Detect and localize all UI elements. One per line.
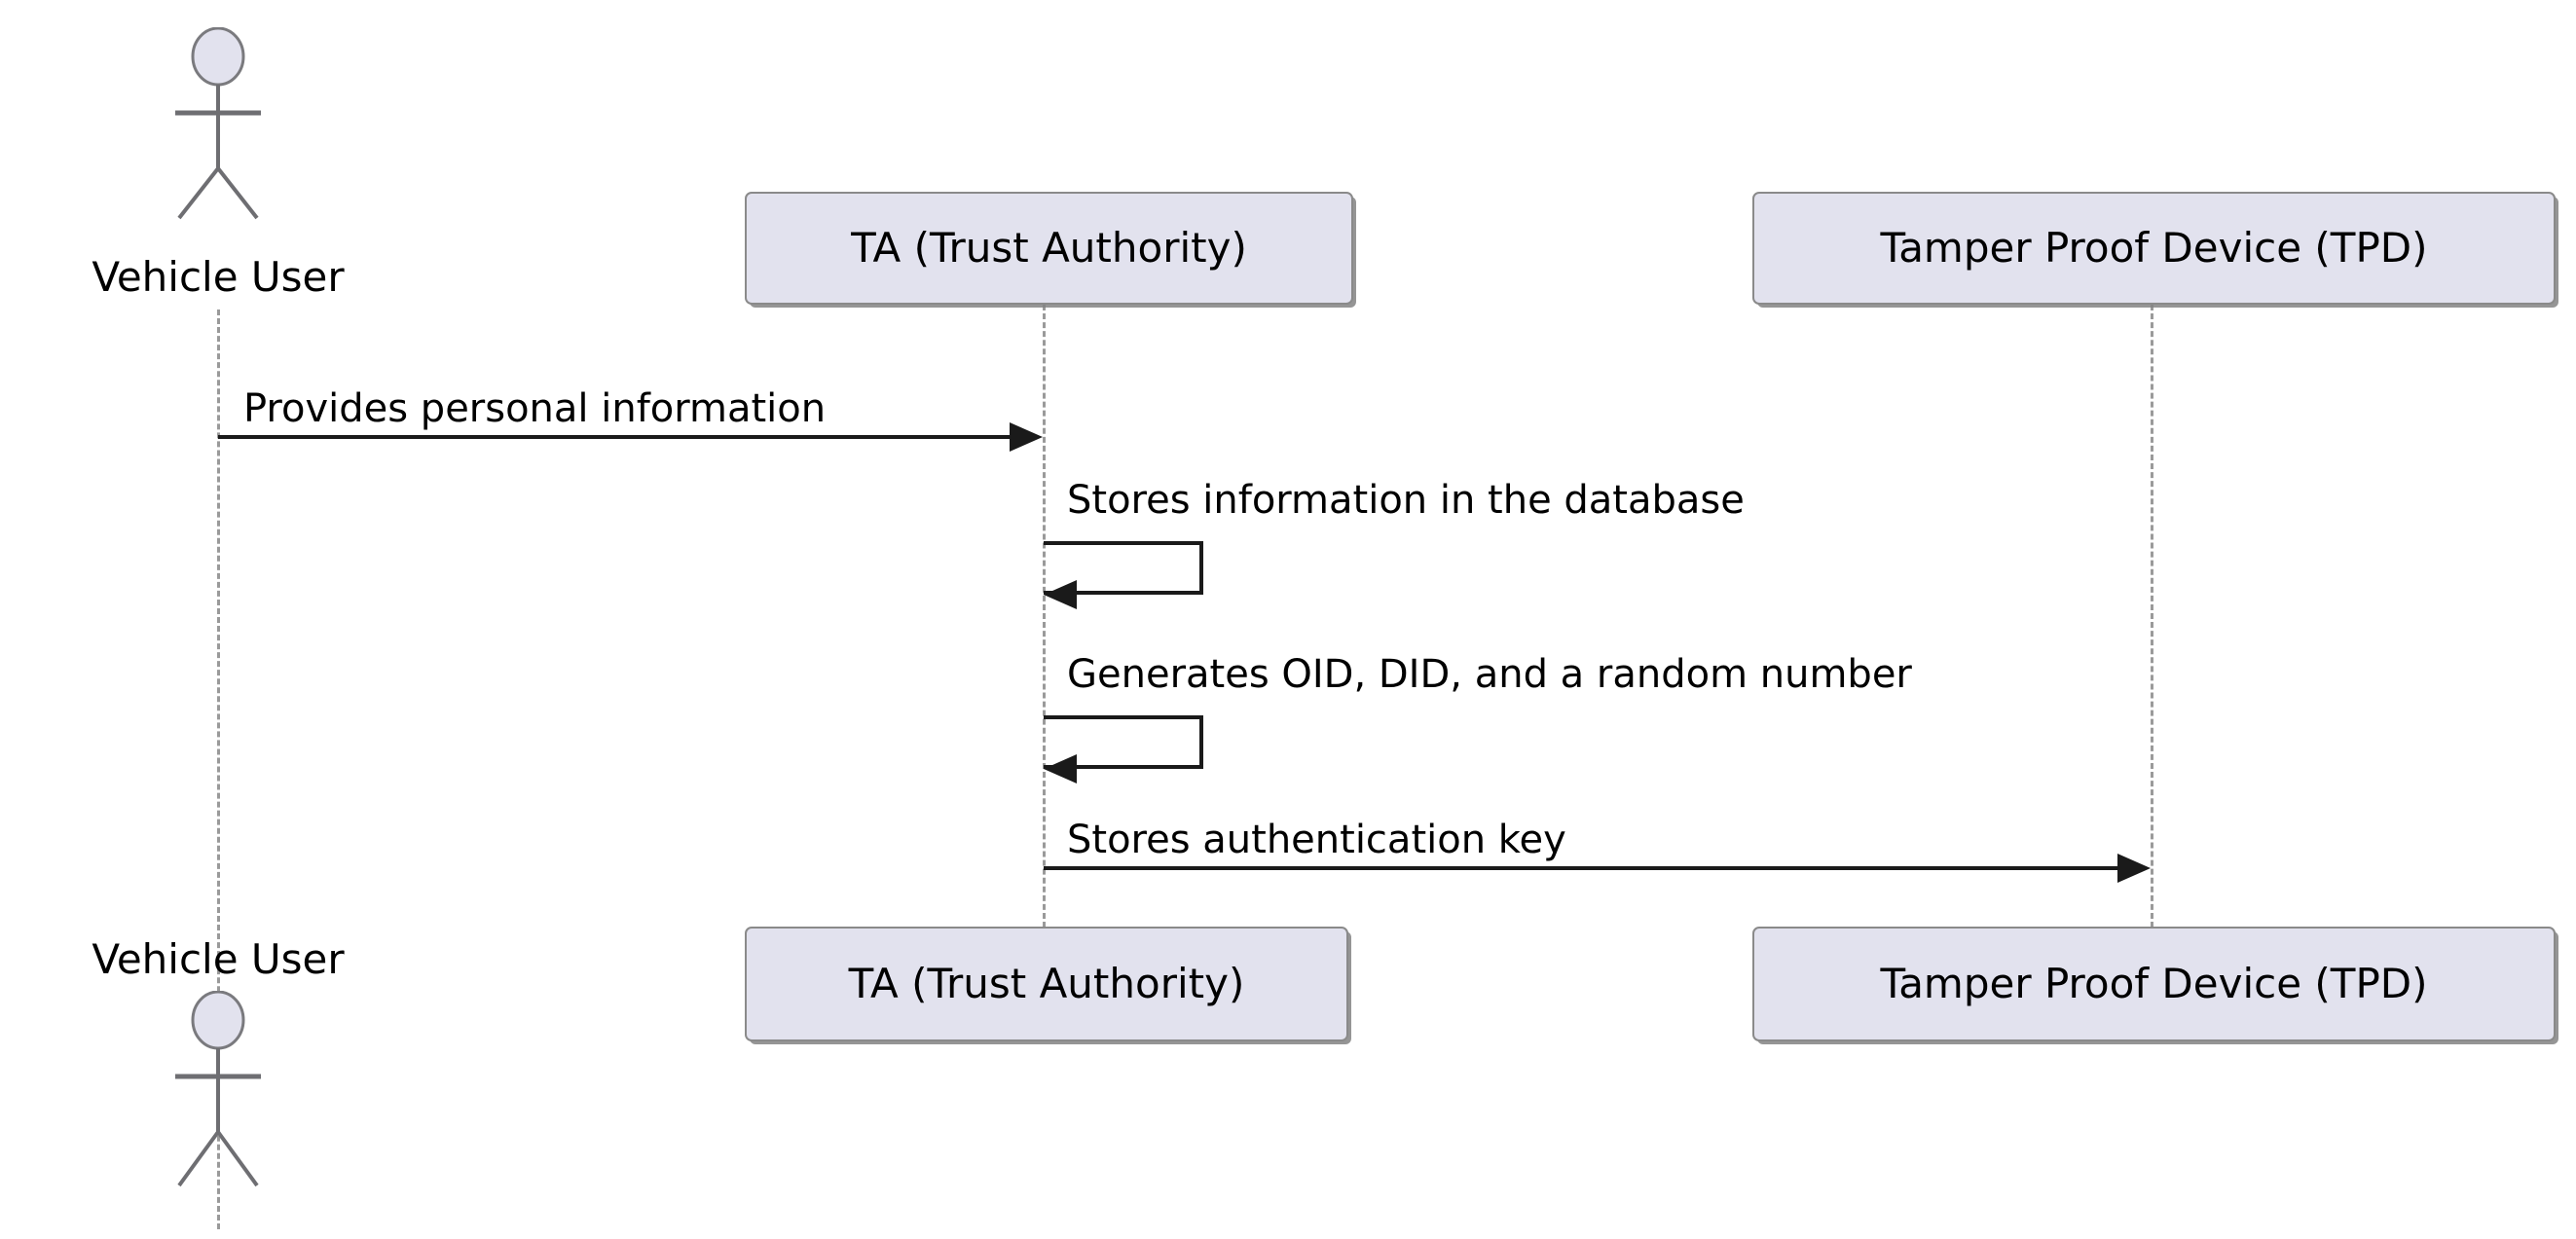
message-label-3: Generates OID, DID, and a random number: [1067, 652, 1912, 697]
lifeline-ta: [1043, 305, 1046, 928]
lifeline-tpd: [2151, 305, 2153, 928]
actor-vehicle-user-top: [160, 26, 276, 222]
message-arrowhead-4: [2117, 854, 2151, 883]
participant-box-ta-bottom[interactable]: TA (Trust Authority): [745, 927, 1348, 1041]
message-arrowhead-2: [1044, 580, 1077, 609]
message-arrowhead-3: [1044, 754, 1077, 783]
actor-figure-icon: [175, 990, 261, 1187]
message-label-4: Stores authentication key: [1067, 818, 1566, 862]
actor-label-vehicle-user-top: Vehicle User: [92, 253, 345, 301]
message-line-4: [1044, 866, 2119, 870]
actor-vehicle-user-bottom: [160, 990, 276, 1187]
lifeline-vehicle-user: [217, 310, 220, 1229]
participant-box-tpd-bottom[interactable]: Tamper Proof Device (TPD): [1752, 927, 2556, 1041]
message-label-1: Provides personal information: [243, 386, 827, 431]
participant-box-ta-top[interactable]: TA (Trust Authority): [745, 192, 1353, 305]
actor-figure-icon: [175, 26, 261, 220]
message-selfloop-2: [1044, 541, 1203, 595]
message-line-1: [218, 435, 1012, 439]
message-label-2: Stores information in the database: [1067, 478, 1745, 523]
message-selfloop-3: [1044, 715, 1203, 769]
participant-box-tpd-top[interactable]: Tamper Proof Device (TPD): [1752, 192, 2556, 305]
actor-label-vehicle-user-bottom: Vehicle User: [92, 935, 345, 983]
message-arrowhead-1: [1010, 422, 1043, 452]
